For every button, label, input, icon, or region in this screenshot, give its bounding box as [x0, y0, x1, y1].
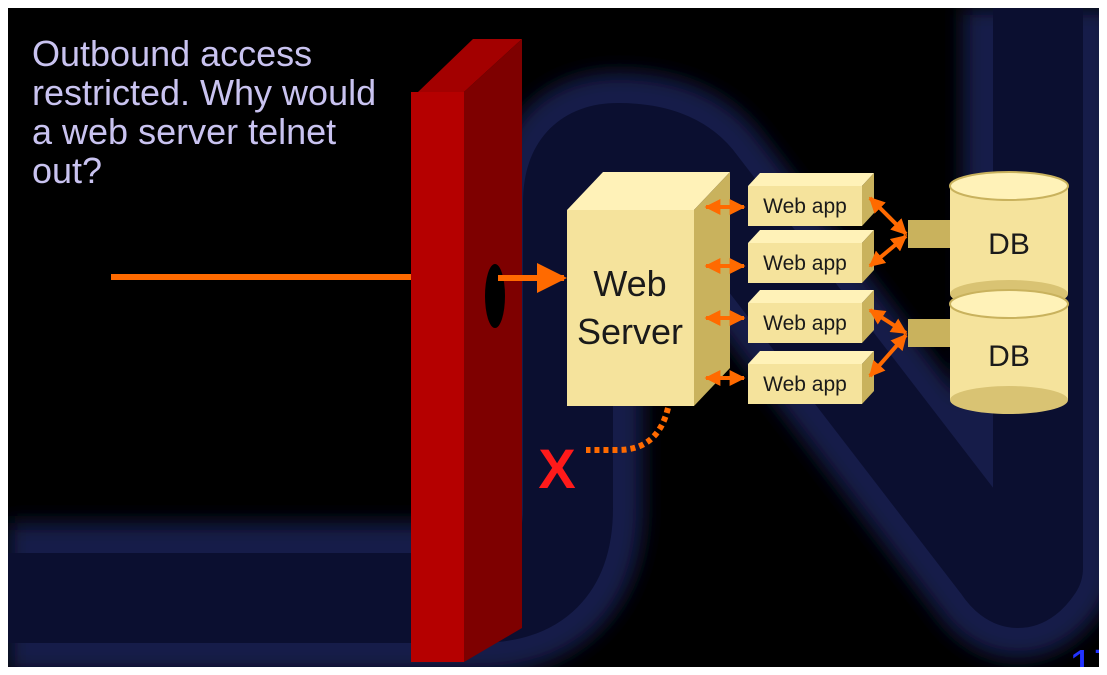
app-db-arrows [868, 196, 908, 378]
firewall [411, 39, 522, 662]
db-connector-2 [908, 319, 952, 347]
database-2: DB [949, 289, 1069, 414]
web-app-1: Web app [748, 173, 874, 226]
web-app-2-label: Web app [763, 252, 847, 275]
web-app-3: Web app [748, 290, 874, 343]
web-app-2: Web app [748, 230, 874, 283]
db-connector-1 [908, 220, 952, 248]
web-app-3-label: Web app [763, 312, 847, 335]
slide-caption: Outbound access restricted. Why would a … [32, 33, 377, 191]
page-number: 17 [1069, 641, 1099, 667]
web-app-1-label: Web app [763, 195, 847, 218]
diagram-canvas: Web Server X Web app Web app Web app Web… [8, 8, 1099, 667]
background-pipe [8, 8, 1099, 667]
slide: Web Server X Web app Web app Web app Web… [8, 8, 1099, 667]
blocked-x-marker: X [538, 437, 575, 500]
web-server: Web Server [567, 172, 730, 406]
server-app-arrows [704, 199, 746, 386]
firewall-hole [485, 264, 505, 328]
database-2-label: DB [988, 340, 1030, 373]
web-app-4: Web app [748, 351, 874, 404]
web-app-4-label: Web app [763, 373, 847, 396]
database-1-label: DB [988, 228, 1030, 261]
web-server-label-1: Web [593, 263, 666, 304]
database-1: DB [949, 171, 1069, 308]
web-server-label-2: Server [577, 311, 683, 352]
blocked-outbound-path [586, 407, 671, 453]
